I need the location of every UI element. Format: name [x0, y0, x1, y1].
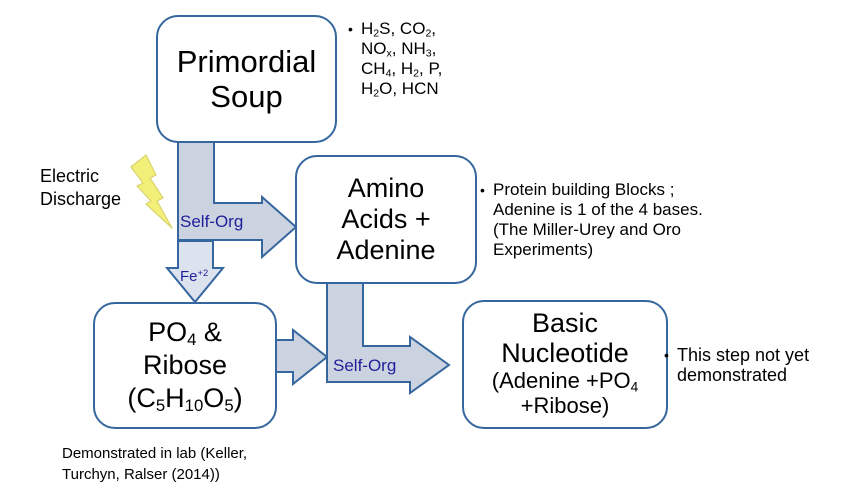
text-line: Experiments)	[493, 240, 594, 259]
label-lab-demonstration: Demonstrated in lab (Keller, Turchyn, Ral…	[62, 443, 247, 485]
text-line: Ribose	[142, 350, 228, 380]
text-line: Primordial	[176, 44, 317, 79]
lightning-bolt-icon	[130, 154, 173, 229]
text-line: (The Miller-Urey and Oro	[493, 220, 681, 239]
fe-catalyst-down-arrow	[164, 240, 226, 304]
bullet: •	[480, 182, 485, 198]
text-line: demonstrated	[677, 365, 788, 385]
arrow-label-self-org-1: Self-Org	[180, 212, 244, 231]
text-line: Adenine	[336, 235, 436, 265]
text-line: H2O, HCN	[361, 79, 439, 100]
self-org-arrow-amino-to-nucleotide	[326, 282, 451, 395]
text-line: Adenine is 1 of the 4 bases.	[493, 200, 703, 219]
note-text: Protein building Blocks ;Adenine is 1 of…	[493, 180, 703, 260]
text-line: Discharge	[40, 189, 122, 209]
text-line: (C5H10O5)	[127, 383, 243, 416]
arrow-label-self-org-2: Self-Org	[333, 356, 397, 375]
bullet: •	[348, 21, 353, 37]
fe-label-text: Fe+2	[180, 267, 209, 285]
text-line: Turchyn, Ralser (2014))	[62, 466, 220, 483]
node-po4-ribose: PO4 &Ribose(C5H10O5)	[93, 302, 277, 429]
note-soup-ingredients: • H2S, CO2,NOx, NH3,CH4, H2, P,H2O, HCN	[348, 19, 442, 99]
note-text: H2S, CO2,NOx, NH3,CH4, H2, P,H2O, HCN	[361, 19, 442, 99]
text-line: Soup	[210, 79, 283, 114]
text-line: Acids +	[341, 204, 431, 234]
text-line: This step not yet	[677, 345, 810, 365]
text-line: H2S, CO2,	[361, 19, 437, 40]
text-line: Demonstrated in lab (Keller,	[62, 445, 248, 462]
note-amino-acids: • Protein building Blocks ;Adenine is 1 …	[480, 180, 703, 260]
text-line: Electric	[40, 166, 100, 186]
label-text: Demonstrated in lab (Keller, Turchyn, Ral…	[62, 443, 247, 485]
text-line: (Adenine +PO4	[491, 367, 639, 394]
text-line: Nucleotide	[501, 337, 629, 368]
text-line: PO4 &	[148, 317, 222, 350]
text-line: Amino	[347, 173, 425, 203]
node-label: PO4 &Ribose(C5H10O5)	[127, 316, 242, 415]
text-line: Protein building Blocks ;	[493, 180, 675, 199]
text-line: +Ribose)	[520, 392, 610, 418]
bullet: •	[664, 347, 669, 363]
text-line: Basic	[531, 307, 598, 338]
text-line: NOx, NH3,	[361, 39, 437, 60]
self-org-arrow-soup-to-amino	[177, 141, 298, 260]
arrow-label-fe-catalyst: Fe+2	[180, 268, 208, 285]
ribose-to-nucleotide-arrow	[275, 327, 329, 387]
text-line: CH4, H2, P,	[361, 59, 443, 80]
